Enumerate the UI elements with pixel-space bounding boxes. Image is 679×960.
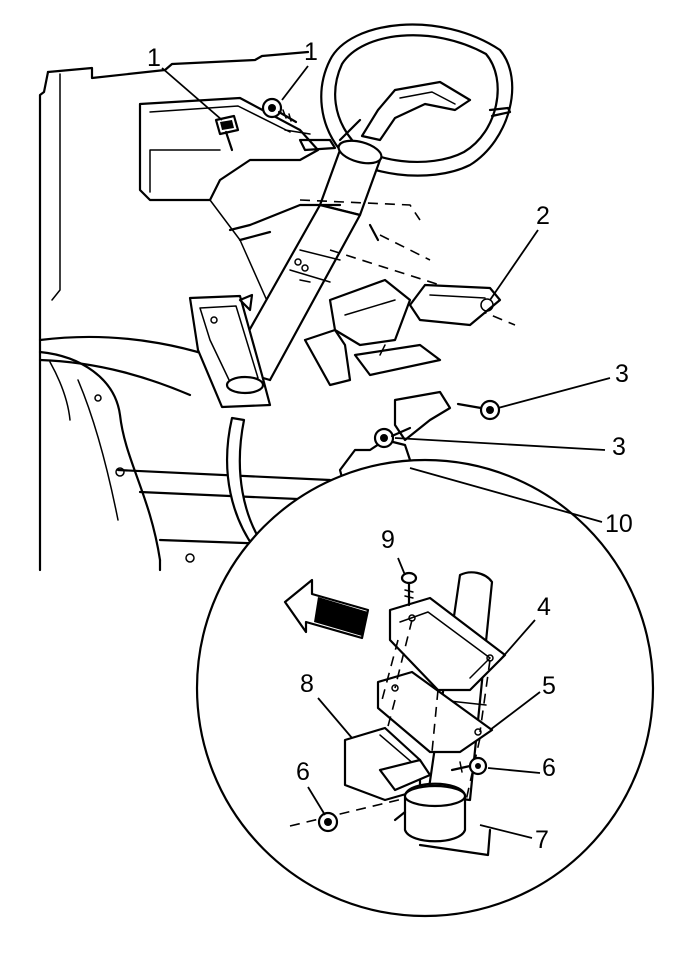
callout-8: 8 xyxy=(300,670,314,698)
floor-mount-plate xyxy=(188,293,272,409)
bolt-1-right xyxy=(261,97,298,124)
steering-column xyxy=(226,129,383,382)
callout-9: 9 xyxy=(381,526,395,554)
callout-5: 5 xyxy=(542,672,556,700)
lower-bracket xyxy=(303,278,442,387)
steering-wheel xyxy=(320,23,514,177)
callout-2: 2 xyxy=(536,202,550,230)
callout-4: 4 xyxy=(537,593,551,621)
callout-labels: 1 1 2 3 3 10 9 4 5 8 6 6 7 xyxy=(147,38,633,854)
screw-9 xyxy=(400,571,418,607)
callout-1-right: 1 xyxy=(304,38,318,66)
dashboard-panel xyxy=(38,50,332,572)
callout-3-lower: 3 xyxy=(612,433,626,461)
leader-lines xyxy=(161,65,611,839)
nut-6-left xyxy=(317,811,339,833)
bolt-6-right xyxy=(450,756,488,776)
callout-7: 7 xyxy=(535,826,549,854)
part-2-bracket xyxy=(408,283,502,327)
callout-10: 10 xyxy=(605,510,633,538)
direction-arrow xyxy=(283,578,370,640)
callout-3-upper: 3 xyxy=(615,360,629,388)
bolt-3-lower xyxy=(373,426,412,449)
detail-view xyxy=(195,458,655,918)
bolt-3-upper xyxy=(456,399,501,421)
callout-6-right: 6 xyxy=(542,754,556,782)
callout-6-left: 6 xyxy=(296,758,310,786)
callout-1-left: 1 xyxy=(147,44,161,72)
